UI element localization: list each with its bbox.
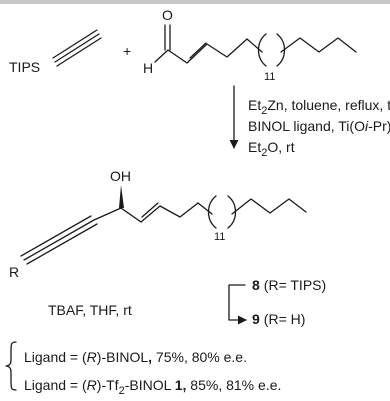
product-structure: OH R 11 xyxy=(9,168,307,280)
step2-arrow xyxy=(228,284,247,325)
compound-labels: 8(R= TIPS) 9(R= H) xyxy=(252,277,326,327)
reactant-enal: O H 11 xyxy=(143,7,357,83)
results-list: Ligand = (R)-BINOL, 75%, 80% e.e. Ligand… xyxy=(24,349,281,397)
product-r-group: R xyxy=(9,264,19,280)
aldehyde-hydrogen: H xyxy=(143,60,153,76)
conditions-line-3: Et2O, rt xyxy=(248,139,295,159)
compound-9-label: 9(R= H) xyxy=(252,311,305,327)
enal-repeat-count: 11 xyxy=(264,71,275,83)
result-row-2: Ligand = (R)-Tf2-BINOL 1, 85%, 81% e.e. xyxy=(24,377,281,397)
product-hydroxyl: OH xyxy=(110,168,131,184)
product-repeat-count: 11 xyxy=(214,231,225,243)
top-bar xyxy=(0,0,390,4)
conditions-line-2: BINOL ligand, Ti(Oi-Pr)4 xyxy=(248,118,390,138)
plus-sign: + xyxy=(123,43,131,59)
step1-conditions: Et2Zn, toluene, reflux, then BINOL ligan… xyxy=(248,97,390,159)
results-brace xyxy=(5,341,17,391)
reactant-tips-acetylene: TIPS xyxy=(9,29,102,75)
compound-8-label: 8(R= TIPS) xyxy=(252,277,326,293)
conditions-line-1: Et2Zn, toluene, reflux, then xyxy=(248,97,390,117)
aldehyde-oxygen: O xyxy=(162,7,173,23)
result-row-1: Ligand = (R)-BINOL, 75%, 80% e.e. xyxy=(24,349,247,365)
wedge-bond xyxy=(119,185,124,208)
tips-label: TIPS xyxy=(9,59,40,75)
step2-conditions: TBAF, THF, rt xyxy=(48,302,132,318)
